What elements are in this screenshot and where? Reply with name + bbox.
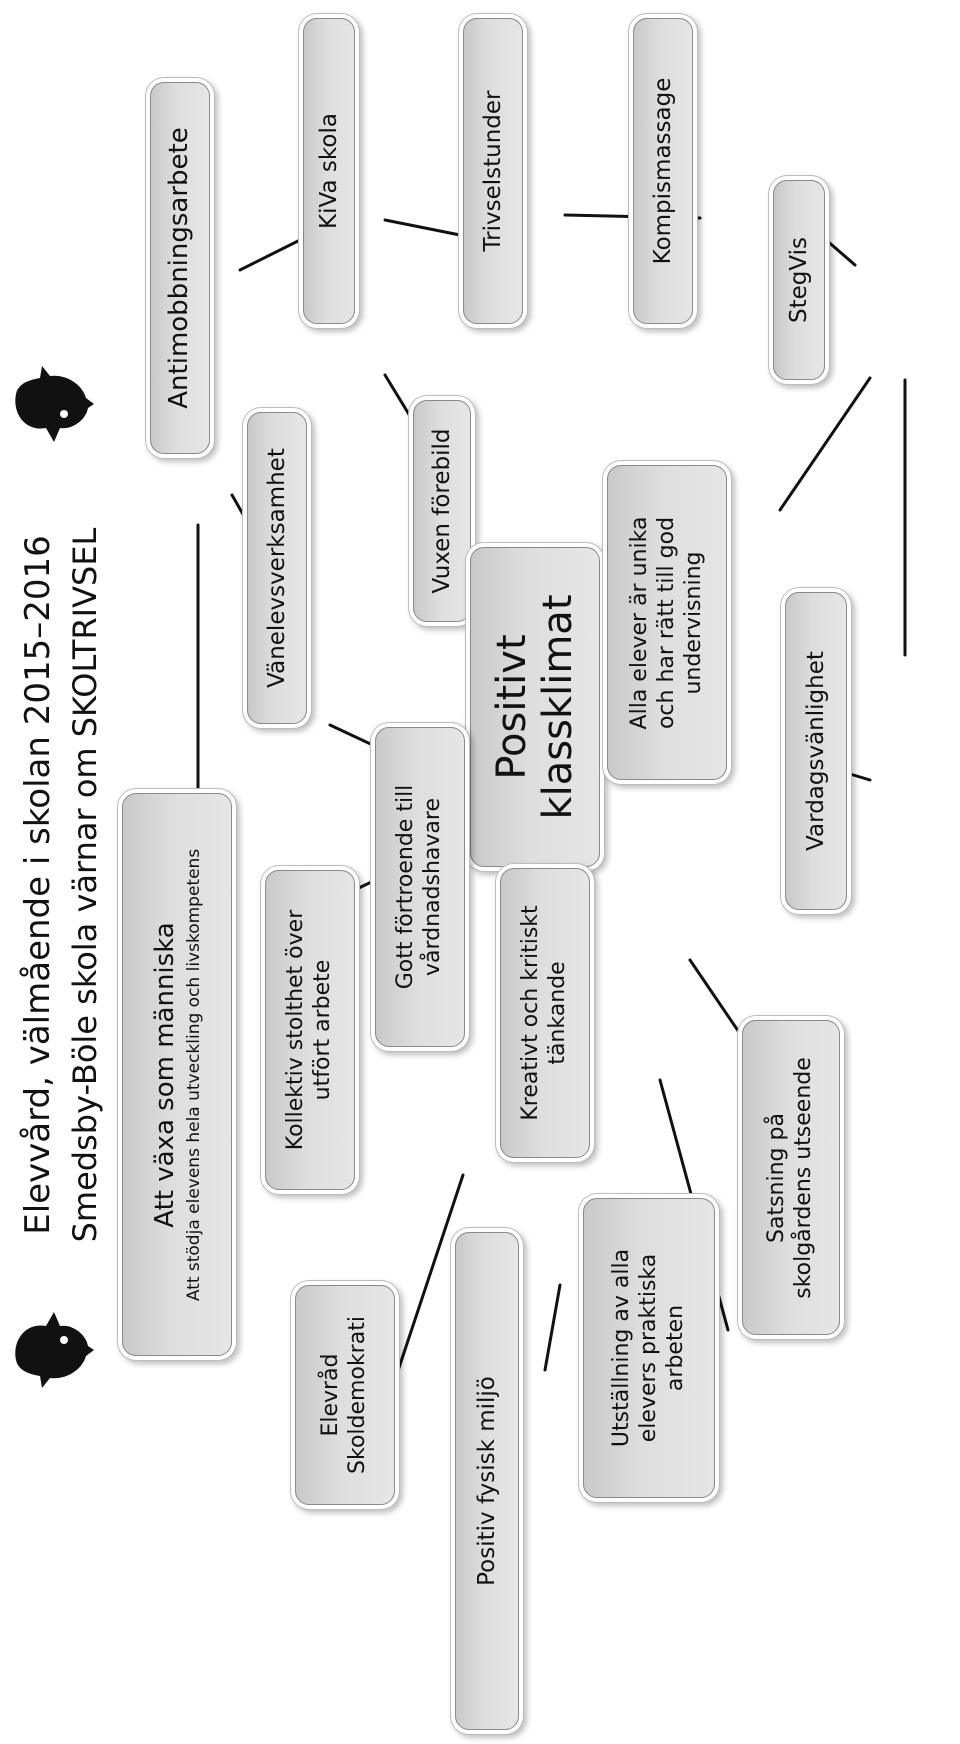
node-satsning-skolgard: Satsning på skolgårdens utseende <box>742 1020 840 1335</box>
node-kiva-skola: KiVa skola <box>303 18 355 324</box>
node-kompismassage: Kompismassage <box>633 18 693 324</box>
node-kollektiv-stolthet: Kollektiv stolthet över utfört arbete <box>265 870 355 1190</box>
edge-kreativt-fysisk <box>543 1283 562 1372</box>
node-elevrad-skoldemokrati: Elevråd Skoldemokrati <box>295 1285 395 1505</box>
edge-stegvis-unika <box>778 376 872 512</box>
node-stegvis: StegVis <box>773 180 825 380</box>
node-kreativt-kritiskt: Kreativt och kritiskt tänkande <box>500 868 590 1158</box>
node-att-vaxa-som-manniska: Att växa som människa Att stödja elevens… <box>122 793 232 1356</box>
node-vanelevsverksamhet: Vänelevsverksamhet <box>247 412 307 724</box>
page-title: Elevvård, välmående i skolan 2015–2016 <box>18 535 58 1235</box>
node-vardagsvanlighet: Vardagsvänlighet <box>785 592 847 910</box>
node-antimobbningsarbete: Antimobbningsarbete <box>150 82 210 454</box>
node-positiv-fysisk-miljo: Positiv fysisk miljö <box>455 1232 519 1730</box>
page-subtitle: Smedsby-Böle skola värnar om SKOLTRIVSEL <box>66 527 104 1243</box>
node-alla-elever-unika: Alla elever är unika och har rätt till g… <box>607 465 727 780</box>
dragon-icon <box>15 1312 94 1388</box>
node-utstallning-arbeten: Utställning av alla elevers praktiska ar… <box>583 1198 715 1498</box>
node-vuxen-forebild: Vuxen förebild <box>413 400 471 622</box>
node-trivselstunder: Trivselstunder <box>463 18 523 324</box>
dragon-icon <box>15 366 94 442</box>
node-positivt-klassklimat: Positivt klassklimat <box>470 547 600 867</box>
node-gott-fortroende: Gott förtroende till vårdnadshavare <box>375 727 465 1047</box>
